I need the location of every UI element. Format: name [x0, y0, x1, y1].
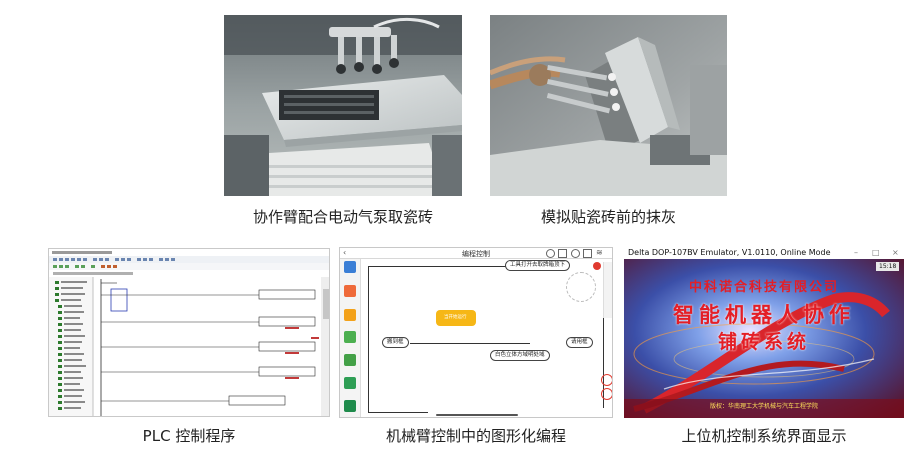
canvas-line-top	[368, 266, 528, 267]
block-node-top[interactable]: 工具打开去取牌箱顶下	[505, 260, 571, 271]
plc-program-caption: PLC 控制程序	[142, 427, 236, 445]
hmi-window-title: Delta DOP-107BV Emulator, V1.0110, Onlin…	[628, 248, 831, 257]
hmi-system-title-line2: 铺砖系统	[717, 331, 810, 353]
zoom-cluster-icon[interactable]	[566, 272, 596, 302]
palette-io-icon[interactable]	[344, 331, 356, 343]
palette-logic-icon[interactable]	[344, 354, 356, 366]
side-toolbar	[603, 262, 612, 318]
start-block-label: 当开始运行	[444, 315, 467, 320]
canvas-line-left	[368, 266, 369, 412]
palette-event-icon[interactable]	[344, 285, 356, 297]
settings-icon[interactable]	[546, 249, 555, 258]
wifi-icon: ≋	[596, 248, 603, 257]
edit-icon[interactable]	[583, 249, 592, 258]
palette-function-icon[interactable]	[344, 400, 356, 412]
canvas-line-right	[603, 270, 604, 408]
minimize-icon[interactable]: –	[854, 248, 858, 257]
title-divider	[340, 258, 612, 259]
photo-cobot-suction-drawing	[224, 15, 462, 196]
delete-icon[interactable]	[593, 262, 601, 270]
hmi-clock: 15:18	[876, 262, 900, 271]
save-icon[interactable]	[558, 249, 567, 258]
hmi-caption: 上位机控制系统界面显示	[681, 427, 847, 445]
photo-plastering-caption: 模拟贴瓷砖前的抹灰	[540, 208, 676, 226]
palette-variable-icon[interactable]	[344, 377, 356, 389]
play-button-icon[interactable]	[601, 388, 612, 400]
stop-button-icon[interactable]	[601, 374, 612, 386]
block-node-left[interactable]: 搬到框	[382, 337, 409, 348]
hmi-splash-background	[624, 259, 904, 418]
palette-motion-icon[interactable]	[344, 261, 356, 273]
block-programming-caption: 机械臂控制中的图形化编程	[385, 427, 566, 445]
close-icon[interactable]: ×	[892, 248, 899, 257]
palette-control-icon[interactable]	[344, 309, 356, 321]
block-programming-screenshot: 编程控制 ‹ ≋ 工具打开去取牌箱顶下 搬到框 白色立体方域明处域 请用框 当开…	[339, 247, 613, 418]
hmi-copyright: 版权：华南理工大学机械与汽车工程学院	[709, 403, 818, 410]
hmi-company-name: 中科诺合科技有限公司	[688, 280, 839, 295]
home-indicator	[436, 414, 518, 416]
plc-ladder-drawing	[49, 249, 329, 416]
canvas-line-bottom	[368, 412, 428, 413]
photo-plastering	[490, 15, 727, 196]
block-programming-window-title: 编程控制	[462, 250, 490, 258]
photo-plastering-drawing	[490, 15, 727, 196]
photo-cobot-suction-caption: 协作臂配合电动气泵取瓷砖	[252, 208, 433, 226]
hmi-screenshot: Delta DOP-107BV Emulator, V1.0110, Onlin…	[624, 247, 904, 418]
start-block[interactable]	[436, 310, 476, 326]
canvas-line-mid	[410, 343, 530, 344]
plc-program-screenshot	[48, 248, 330, 417]
back-arrow-icon[interactable]: ‹	[343, 248, 347, 257]
photo-cobot-suction	[224, 15, 462, 196]
hmi-splash-screen: 15:18 中科诺合科技有限公司 智能机器人协作 铺砖系统 版权：华南理工大学机…	[624, 259, 904, 418]
block-node-center[interactable]: 白色立体方域明处域	[490, 350, 550, 361]
maximize-icon[interactable]: □	[872, 248, 880, 257]
help-icon[interactable]	[571, 249, 580, 258]
block-node-right[interactable]: 请用框	[566, 337, 593, 348]
hmi-system-title-line1: 智能机器人协作	[673, 302, 855, 327]
